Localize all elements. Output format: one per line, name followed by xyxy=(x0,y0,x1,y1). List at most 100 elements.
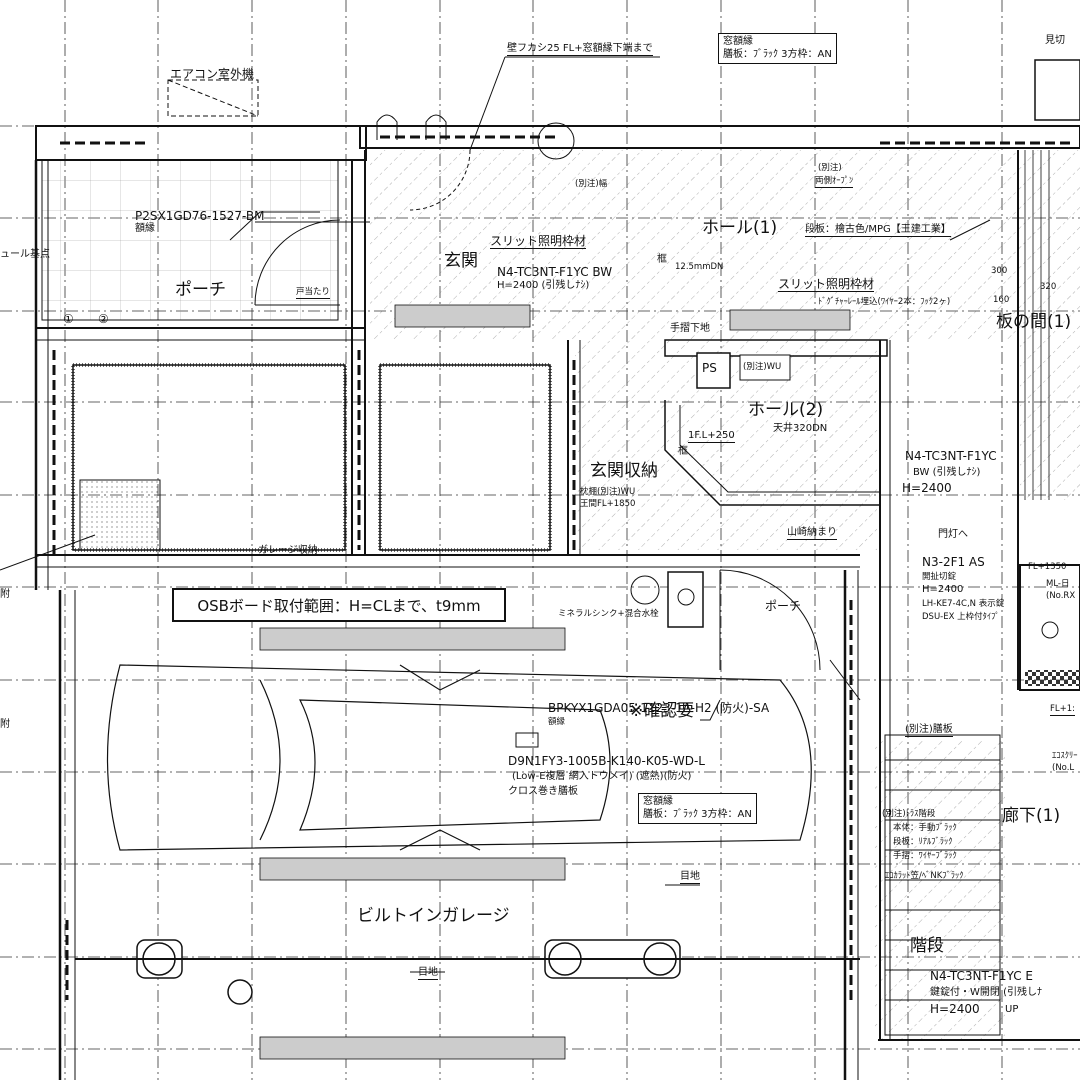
itanoma-label: 板の間(1) xyxy=(996,312,1072,332)
n3-line-4: DSU-EX 上枠付ﾀｲﾌﾟ xyxy=(922,612,1000,622)
itanoma-floor xyxy=(1020,150,1080,500)
dn125-label: 12.5mmDN xyxy=(675,262,724,272)
wall-note: 壁フカシ25 FL+窓額縁下端まで xyxy=(507,43,653,56)
left-note-2: 附 xyxy=(0,719,10,730)
garage-storage-label: ガレージ収納 xyxy=(258,545,318,556)
porch-floor xyxy=(41,159,339,321)
door-h-1: H=2400 (引残しﾅｼ) xyxy=(497,280,590,291)
genkan-label: 玄関 xyxy=(444,251,478,271)
stair-spec-2: 本体：手動ﾌﾞﾗｯｸ xyxy=(893,823,957,833)
hall1-label: ホール(1) xyxy=(702,218,778,238)
no-rx-label: (No.RX xyxy=(1046,591,1076,601)
staircase xyxy=(884,734,1001,1036)
meji-label-1: 目地 xyxy=(680,871,700,884)
equipment-box xyxy=(1019,564,1080,691)
no-l-label: (No.L xyxy=(1052,763,1075,773)
slit-light-label-1: スリット照明枠材 xyxy=(490,234,587,249)
gakuen-label: 額縁 xyxy=(548,717,566,727)
ekosu-label: ｴｺｽｸﾘｰ xyxy=(1052,751,1078,761)
fl250-label: 1F.L+250 xyxy=(688,430,735,443)
osb-note: OSBボード取付範囲：H=CLまで、t9mm xyxy=(172,588,506,622)
slit-lights xyxy=(259,304,851,1060)
door-code-1: N4-TC3NT-F1YC BW xyxy=(497,265,613,279)
walls xyxy=(34,125,1080,1080)
leader-lines xyxy=(0,56,991,973)
grid-mark-1: ① xyxy=(63,312,74,326)
shelf-wu-label: 枕棚(別注)WU xyxy=(580,487,636,497)
bp-code: BPKYX1GDA05-1123-1A-H2 (防火)-SA xyxy=(548,701,770,715)
porch-label: ポーチ xyxy=(175,280,226,300)
itanoma-stripes xyxy=(1024,150,1050,500)
up-label: UP xyxy=(1005,1004,1019,1015)
shelf-fl-label: 王間FL+1850 xyxy=(580,499,636,509)
frame-label: 額縁 xyxy=(135,223,155,234)
stair-spec-1: (別注)ﾄﾗｽ階段 xyxy=(882,809,936,819)
n3-line-2: H=2400 xyxy=(922,584,964,595)
bessou-ryomen: (別注) xyxy=(818,163,842,173)
track-embed-label: ﾄﾞｸﾞﾁｬｰﾚｰﾙ埋込(ﾜｲﾔｰ2本：ﾌｯｸ2ヶ) xyxy=(818,297,951,307)
door-sub-3: 鍵錠付・W開閉 (引残しﾅ xyxy=(930,987,1042,998)
door-h-3: H=2400 xyxy=(930,1002,980,1016)
aircon-unit xyxy=(167,79,259,117)
bessou-zenban-label: (別注)膳板 xyxy=(905,724,953,737)
porch-code: P2SX1GD76-1527-BM xyxy=(135,209,265,223)
left-note-1: 附 xyxy=(0,589,10,600)
stair-tread-label: 段板：檜古色/MPG【王建工業】 xyxy=(805,224,951,237)
grid-mark-2: ② xyxy=(98,312,109,326)
handrail-base-label: 手摺下地 xyxy=(670,323,710,334)
dim-160: 160 xyxy=(993,295,1010,305)
hall2-counter xyxy=(664,400,880,506)
corridor-label: 廊下(1) xyxy=(1002,806,1061,826)
d9-code: D9N1FY3-1005B-K140-K05-WD-L xyxy=(508,754,705,768)
n3-line-3: LH-KE7-4C,N 表示錠 xyxy=(922,599,1005,609)
hall2-label: ホール(2) xyxy=(748,400,824,420)
stairs-label: 階段 xyxy=(910,936,944,956)
fl13-label: FL+1: xyxy=(1050,704,1076,716)
bessou-wu-label: (別注)WU xyxy=(743,362,782,372)
sink-note: ミネラルシンク+混合水栓 xyxy=(558,609,659,619)
window-note-line: 窓額縁 xyxy=(723,36,753,47)
kakunin-label: ※確認要 xyxy=(629,701,695,721)
gate-light-label: 門灯へ xyxy=(938,529,968,540)
mikiri-label: 見切 xyxy=(1045,35,1065,46)
meji-label-2: 目地 xyxy=(418,967,438,980)
ryomen-open: 両側ｵｰﾌﾟﾝ xyxy=(815,176,854,188)
window-note-bottom: 窓額縁 膳板：ﾌﾞﾗｯｸ 3方枠：AN xyxy=(638,793,757,824)
n3-line-1: 開扯切錠 xyxy=(922,572,957,582)
waku-label-2: 框 xyxy=(678,446,688,457)
d9-sub: (Low-E複層 網入トウメイ) (遮熱)(防火) xyxy=(512,771,692,782)
module-base-label: ュール基点 xyxy=(0,249,50,260)
fl1350-label: FL+1350 xyxy=(1028,562,1067,572)
slit-light-label-2: スリット照明枠材 xyxy=(778,277,875,292)
window-note-line: 膳板：ﾌﾞﾗｯｸ 3方枠：AN xyxy=(723,48,832,60)
aircon-label: エアコン室外機 xyxy=(170,67,255,81)
waku-label-1: 框 xyxy=(657,254,667,265)
door-code-2: N4-TC3NT-F1YC xyxy=(905,449,997,463)
ps-label: PS xyxy=(702,361,717,375)
dim-320: 320 xyxy=(1040,282,1057,292)
door-bw-2: BW (引残しﾅｼ) xyxy=(913,467,981,478)
car-outline xyxy=(106,664,812,851)
insulation xyxy=(52,135,1075,1000)
storage-rooms xyxy=(71,363,552,552)
window-note-line: 窓額縁 xyxy=(643,796,673,807)
stair-spec-5: ｴｺｶﾗｯﾄ笠/ﾍﾞNKﾌﾞﾗｯｸ xyxy=(885,871,964,881)
stair-spec-4: 手摺：ﾜｲﾔｰﾌﾞﾗｯｸ xyxy=(893,851,957,861)
yamazaki-label: 山崎納まり xyxy=(787,527,837,540)
stair-spec-3: 段板：ﾘｱﾙﾌﾞﾗｯｸ xyxy=(893,837,953,847)
n3-code: N3-2F1 AS xyxy=(922,555,985,569)
garage-icon-box xyxy=(515,732,539,748)
built-in-garage-label: ビルトインガレージ xyxy=(357,906,510,926)
ceiling-label: 天井320DN xyxy=(773,423,828,434)
genkan-storage-label: 玄関収納 xyxy=(590,461,658,481)
ml-label: ML-日 xyxy=(1046,579,1070,589)
wall-fixtures xyxy=(376,59,1080,160)
door-code-3: N4-TC3NT-F1YC E xyxy=(930,969,1034,983)
door-stop-label: 戸当たり xyxy=(296,287,331,299)
ps-shaft xyxy=(696,352,731,389)
sink-fixture xyxy=(667,571,704,628)
cloth-label: クロス巻き膳板 xyxy=(508,786,578,797)
window-note-top: 窓額縁 膳板：ﾌﾞﾗｯｸ 3方枠：AN xyxy=(718,33,837,64)
door-h-2: H=2400 xyxy=(902,481,952,495)
